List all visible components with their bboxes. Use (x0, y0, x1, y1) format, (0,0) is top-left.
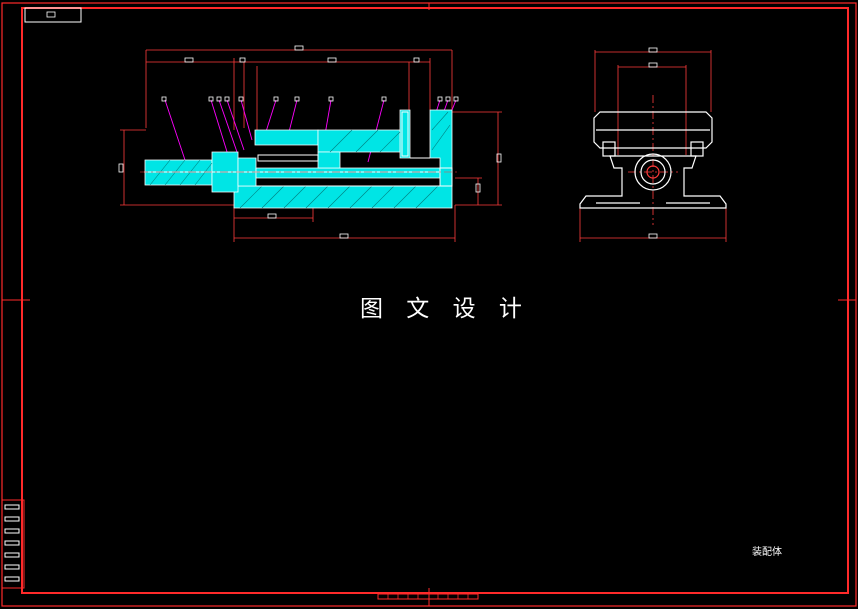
revision-strip (1, 499, 25, 589)
watermark-text: 图 文 设 计 (360, 296, 530, 322)
side-view-outline (579, 111, 727, 209)
front-view-dimension-texts (118, 45, 502, 239)
side-view-dimensions (579, 50, 727, 242)
front-view-balloon-tags (161, 96, 459, 102)
title-block-drawing-name: 装配体 (752, 547, 782, 558)
drawing-number-box (24, 7, 82, 23)
front-section-view[interactable] (118, 45, 502, 242)
side-view-dimension-texts (648, 47, 658, 239)
front-view-dimensions (120, 49, 502, 242)
side-view[interactable] (579, 47, 727, 242)
